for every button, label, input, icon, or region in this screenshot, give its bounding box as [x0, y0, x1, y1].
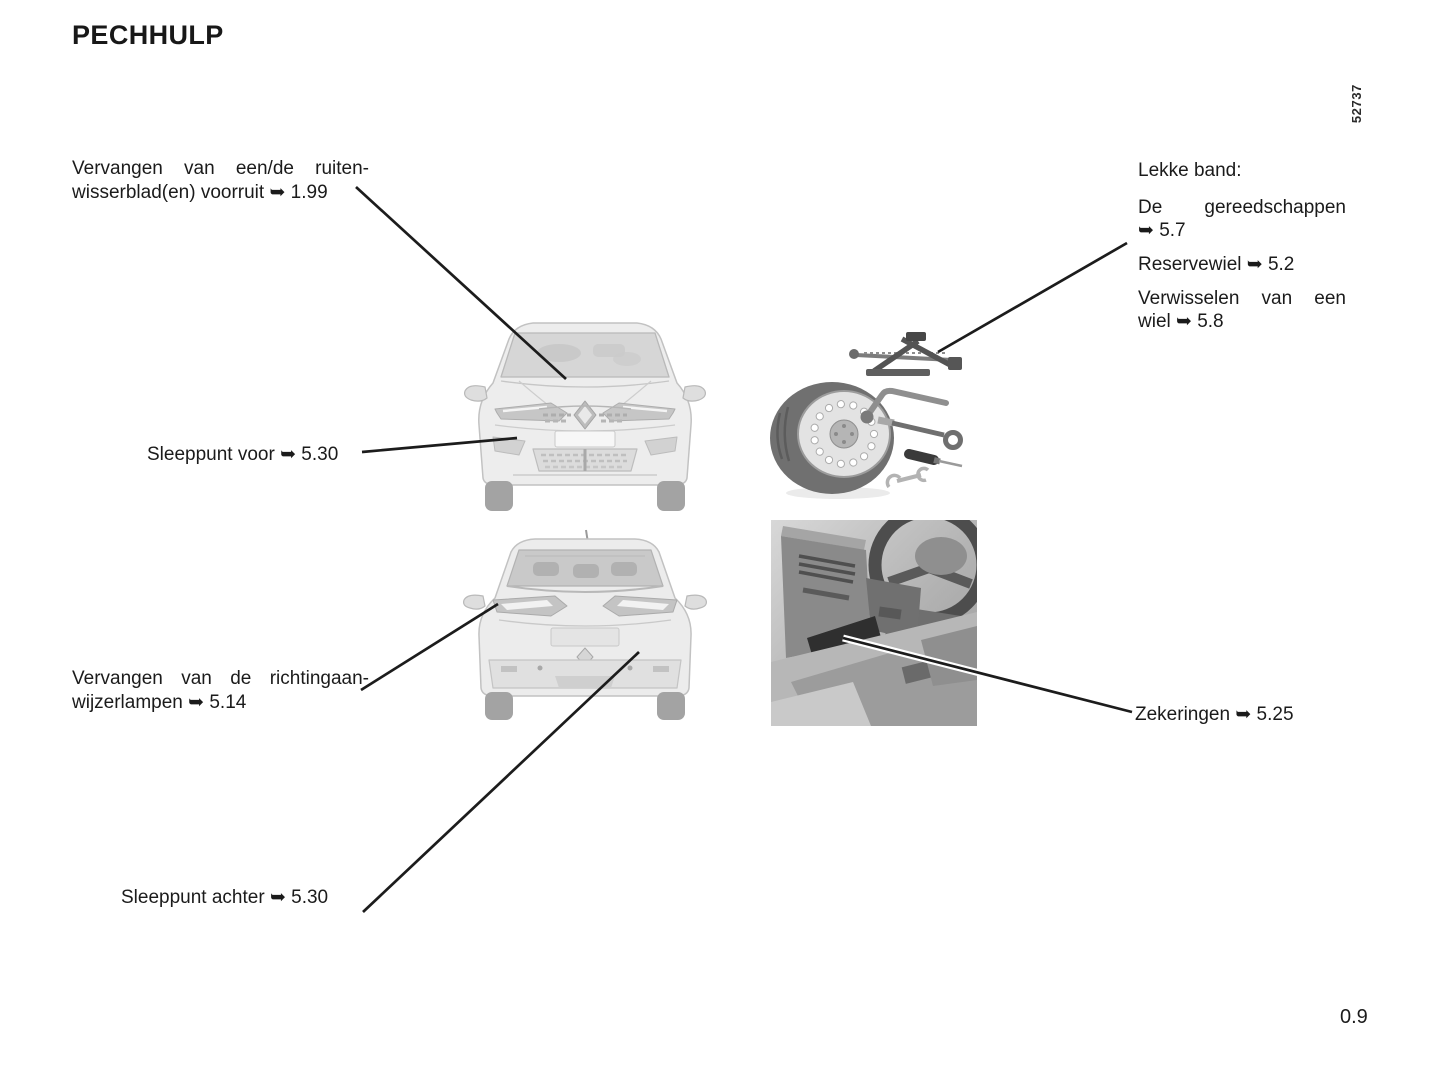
tire-ridge — [783, 406, 791, 462]
flat-tyre-heading: Lekke band: — [1138, 160, 1242, 181]
jack-arm — [900, 336, 956, 370]
towing-eye — [877, 416, 963, 450]
spoiler-lip — [506, 585, 664, 593]
headrest-shape — [573, 564, 599, 578]
right-reflector — [653, 666, 669, 672]
callout-wiper-line2: wisserblad(en) voorruit ➥ 1.99 — [72, 182, 328, 203]
towing-eye-ring — [943, 430, 963, 450]
wheel-hub — [829, 419, 859, 449]
screwdriver-shaft — [938, 459, 963, 468]
airbag-hub — [915, 537, 967, 575]
wheel-brace-wrench — [860, 387, 949, 424]
hub-bolt — [834, 432, 838, 436]
flat-tyre-tools-line1: De gereedschappen — [1138, 197, 1346, 218]
front-left-wheel — [485, 481, 513, 511]
windshield-interior-shade — [613, 352, 641, 366]
left-mirror — [464, 385, 488, 402]
scissor-jack — [849, 332, 962, 376]
headrest-shape — [611, 562, 637, 576]
callout-tow-front: Sleeppunt voor ➥ 5.30 — [147, 444, 339, 465]
license-plate-recess — [550, 627, 620, 647]
windshield-interior-shade — [537, 344, 581, 362]
towing-eye-shaft — [891, 420, 945, 438]
left-mirror — [463, 594, 486, 610]
screwdriver-handle — [904, 449, 939, 465]
car-rear-view-illustration — [463, 529, 707, 720]
tire-ridge — [776, 412, 784, 460]
parking-sensor — [627, 665, 633, 671]
license-plate-area — [554, 430, 616, 448]
page-number: 0.9 — [1340, 1006, 1368, 1028]
grille-chrome-line — [538, 405, 632, 410]
spare-wheel-and-tools-illustration — [770, 332, 963, 499]
open-end-wrench — [885, 466, 930, 489]
bumper-lower-insert — [555, 676, 615, 688]
flat-tyre-spare-wheel: Reservewiel ➥ 5.2 — [1138, 254, 1295, 275]
callout-flat-tyre-group: Lekke band: De gereedschappen ➥ 5.7 Rese… — [1138, 159, 1346, 333]
parking-sensor — [537, 665, 543, 671]
windshield — [500, 332, 670, 378]
air-vent-slats — [798, 554, 856, 584]
dash-top-face — [781, 526, 866, 550]
callout-wiper-line1: Vervangen van een/de ruiten- — [72, 158, 369, 179]
callout-tow-rear: Sleeppunt achter ➥ 5.30 — [121, 887, 329, 908]
callout-indicator-lamps: Vervangen van de richtingaan- wijzerlamp… — [72, 667, 369, 715]
callout-indicator-line2: wijzerlampen ➥ 5.14 — [72, 692, 247, 713]
jack-saddle — [906, 332, 926, 341]
callout-wiper-blades: Vervangen van een/de ruiten- wisserblad(… — [72, 157, 369, 205]
right-fog-scoop — [644, 436, 678, 456]
lower-vent — [802, 587, 850, 601]
wrench-jaw — [916, 466, 930, 483]
jack-end-block — [948, 357, 962, 370]
left-reflector — [501, 666, 517, 672]
wrench-jaw — [885, 473, 902, 489]
right-mirror — [684, 594, 707, 610]
jack-crank-eye — [849, 349, 859, 359]
spare-wheel — [770, 382, 894, 494]
flat-tyre-tools-line2: ➥ 5.7 — [1138, 220, 1186, 241]
front-right-wheel — [657, 481, 685, 511]
renault-diamond-inner — [578, 406, 592, 424]
left-taillight-inner — [501, 600, 553, 610]
page-title: PECHHULP — [72, 20, 224, 50]
headlight-highlight — [622, 405, 668, 413]
headlight-highlight — [502, 405, 548, 413]
jack-base-plate — [866, 369, 930, 376]
screwdriver — [904, 449, 963, 468]
hub-bolt — [842, 440, 846, 444]
dashboard-fusebox-photo — [771, 520, 977, 726]
rear-right-wheel — [657, 692, 685, 720]
switch-cluster — [878, 606, 902, 620]
wrench-socket — [860, 410, 874, 424]
right-taillight-inner — [617, 600, 669, 610]
flat-tyre-change-line2: wiel ➥ 5.8 — [1138, 311, 1224, 332]
callout-fuses: Zekeringen ➥ 5.25 — [1135, 704, 1294, 725]
right-mirror — [682, 385, 706, 402]
callout-indicator-line1: Vervangen van de richtingaan- — [72, 668, 369, 689]
flat-tyre-tools: De gereedschappen ➥ 5.7 — [1138, 196, 1346, 242]
figure-number: 52737 — [1349, 84, 1364, 124]
headrest-shape — [533, 562, 559, 576]
hub-bolt — [850, 432, 854, 436]
towing-eye-thread — [877, 416, 895, 427]
car-front-view-illustration — [464, 322, 706, 511]
flat-tyre-change-wheel: Verwisselen van een wiel ➥ 5.8 — [1138, 287, 1346, 333]
hub-bolt — [842, 424, 846, 428]
windshield-interior-shade — [593, 344, 625, 357]
rear-left-wheel — [485, 692, 513, 720]
tailgate-crease — [498, 619, 672, 627]
flat-tyre-change-line1: Verwisselen van een — [1138, 288, 1346, 309]
